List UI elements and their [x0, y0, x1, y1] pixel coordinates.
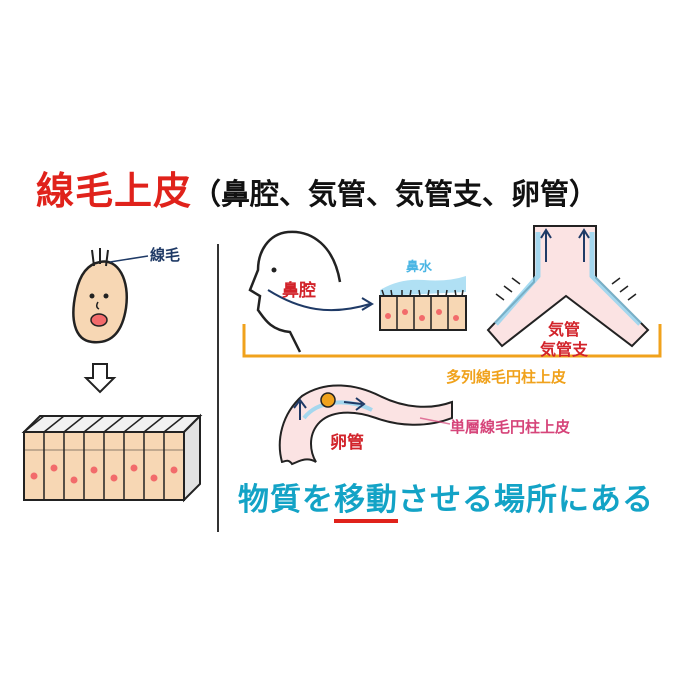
- nose-profile: [248, 230, 374, 353]
- pseudostratified-label: 多列線毛円柱上皮: [446, 368, 567, 386]
- trachea-label: 気管: [548, 320, 581, 339]
- title-sub: （鼻腔、気管、気管支、卵管）: [192, 177, 599, 211]
- oviduct-diagram: [278, 384, 453, 466]
- trachea-diagram: [486, 225, 650, 348]
- single-ciliated-cell: [72, 248, 149, 344]
- summary-before: 物質を: [238, 482, 334, 518]
- simple-epithelium-label: 単層線毛円柱上皮: [450, 418, 571, 436]
- down-arrow-icon: [83, 363, 117, 394]
- page-title: 線毛上皮（鼻腔、気管、気管支、卵管）: [36, 160, 598, 215]
- summary-underlined: 移動: [334, 482, 398, 523]
- summary-text: 物質を移動させる場所にある: [238, 474, 654, 523]
- title-main: 線毛上皮: [36, 169, 193, 213]
- nasal-mucus-label: 鼻水: [406, 260, 433, 275]
- bronchus-label: 気管支: [540, 340, 589, 359]
- oviduct-label: 卵管: [330, 433, 364, 453]
- summary-after: させる場所にある: [398, 482, 654, 518]
- epithelium-block: [21, 413, 203, 503]
- pseudostratified-bracket: [242, 324, 662, 358]
- nasal-cavity-label: 鼻腔: [282, 281, 316, 301]
- cilia-label: 線毛: [150, 246, 181, 264]
- nasal-epithelium: [379, 276, 467, 331]
